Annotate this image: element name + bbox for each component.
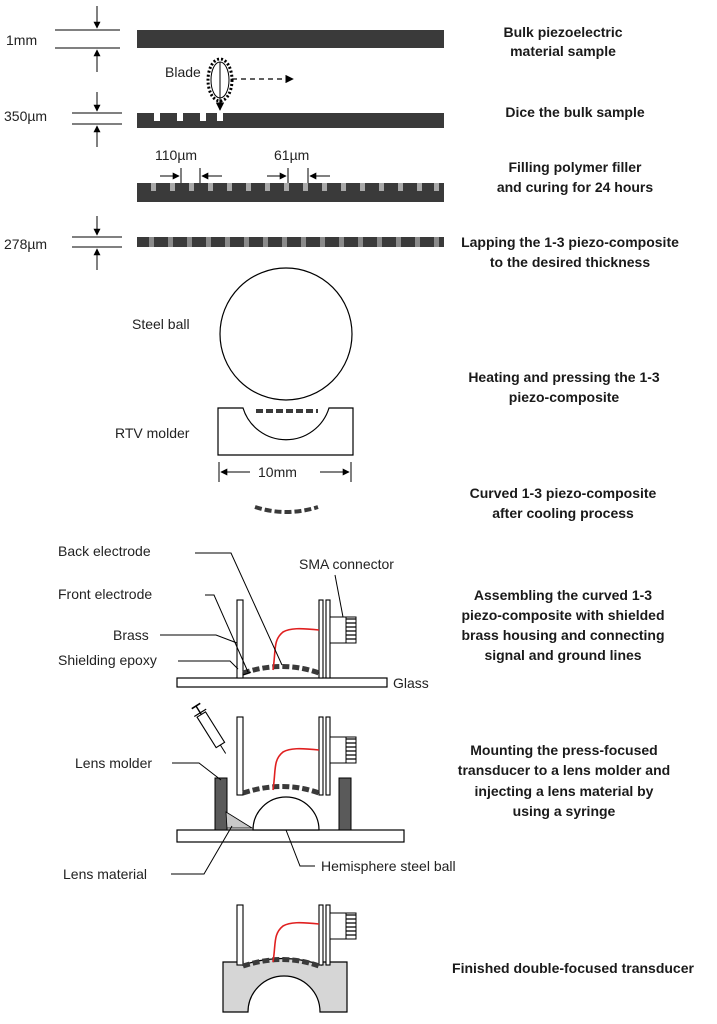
step-5-line-2: piezo-composite — [509, 389, 620, 405]
step-3-line-2: and curing for 24 hours — [497, 179, 654, 195]
syringe-icon — [191, 702, 227, 754]
kerf-pitch-label: 110µm — [155, 147, 197, 163]
bulk-sample-stage: 1mm Bulk piezoelectric material sample — [6, 6, 623, 72]
leader-line — [205, 594, 249, 673]
blade-stage: Blade — [165, 57, 294, 111]
assembly-stage: Glass SMA connector Back electrode Front… — [58, 543, 665, 691]
step-4-line-1: Lapping the 1-3 piezo-composite — [461, 234, 679, 250]
dice-stage: 350µm Dice the bulk sample — [4, 92, 645, 147]
step-6-line-2: after cooling process — [492, 505, 634, 521]
leader-line — [171, 825, 233, 875]
signal-wire — [272, 627, 320, 671]
bulk-thickness-label: 1mm — [6, 32, 37, 48]
step-7-line-4: signal and ground lines — [484, 647, 641, 663]
curved-composite-stage: 10mm Curved 1-3 piezo-composite after co… — [218, 462, 657, 521]
step-8-line-2: transducer to a lens molder and — [458, 762, 670, 778]
steel-ball-icon — [219, 267, 353, 401]
lens-material-fill — [225, 811, 254, 829]
curved-composite-piece — [242, 664, 320, 676]
rtv-molder-block — [217, 407, 354, 456]
curved-composite-piece — [242, 957, 320, 969]
step-4-line-2: to the desired thickness — [490, 254, 650, 270]
filled-bar — [137, 183, 444, 202]
pillar-width-label: 61µm — [274, 147, 309, 163]
blade-icon — [206, 57, 234, 103]
bulk-piezo-bar — [137, 30, 444, 48]
front-electrode-label: Front electrode — [58, 586, 152, 602]
sma-connector-icon — [329, 616, 357, 644]
lapped-composite-bar — [137, 237, 444, 247]
brass-wall-right — [318, 716, 324, 796]
step-7-line-1: Assembling the curved 1-3 — [474, 587, 652, 603]
signal-wire — [272, 921, 320, 963]
leader-line — [178, 660, 239, 670]
step-8-line-4: using a syringe — [513, 803, 616, 819]
signal-wire — [272, 747, 320, 791]
lens-molder-right — [338, 777, 352, 831]
curved-composite-piece — [242, 784, 320, 796]
step-3-line-1: Filling polymer filler — [508, 159, 642, 175]
step-8-line-3: injecting a lens material by — [475, 783, 654, 799]
steel-ball-label: Steel ball — [132, 316, 190, 332]
step-1-line-1: Bulk piezoelectric — [503, 24, 622, 40]
leader-line — [334, 574, 344, 618]
shielding-epoxy-label: Shielding epoxy — [58, 652, 157, 668]
filling-stage: 110µm 61µm Filling polymer filler and cu… — [137, 147, 653, 202]
leader-line — [172, 762, 222, 781]
brass-wall-left — [236, 904, 244, 966]
glass-label: Glass — [393, 675, 429, 691]
sma-connector-icon — [329, 912, 357, 940]
leader-line — [160, 634, 238, 644]
diced-depth-label: 350µm — [4, 108, 47, 124]
curved-composite-piece — [254, 505, 319, 514]
brass-wall-left — [236, 716, 244, 796]
step-1-line-2: material sample — [510, 43, 616, 59]
brass-wall-right — [318, 904, 324, 966]
finished-lens-housing — [222, 957, 348, 1013]
leader-line — [195, 552, 283, 666]
diced-bar — [137, 113, 444, 128]
leader-line — [285, 829, 315, 867]
polymer-filler-kerfs — [151, 183, 439, 191]
rtv-molder-label: RTV molder — [115, 425, 190, 441]
curve-width-label: 10mm — [258, 464, 297, 480]
lapped-thickness-label: 278µm — [4, 236, 47, 252]
step-7-line-3: brass housing and connecting — [461, 627, 664, 643]
lapping-stage: 278µm Lapping the 1-3 piezo-composite to… — [4, 216, 679, 270]
brass-wall-right — [318, 599, 324, 679]
back-electrode-label: Back electrode — [58, 543, 151, 559]
finished-stage: Finished double-focused transducer — [222, 904, 695, 1013]
step-9-line-1: Finished double-focused transducer — [452, 960, 694, 976]
hemisphere-steel-ball-icon — [252, 796, 320, 831]
glass-plate — [176, 677, 388, 688]
step-2-line-1: Dice the bulk sample — [505, 104, 644, 120]
lens-molder-left — [214, 777, 228, 831]
step-5-line-1: Heating and pressing the 1-3 — [468, 369, 660, 385]
sma-connector-icon — [329, 736, 357, 764]
step-8-line-1: Mounting the press-focused — [470, 742, 657, 758]
hemisphere-steel-ball-label: Hemisphere steel ball — [321, 858, 456, 874]
brass-label: Brass — [113, 627, 149, 643]
step-7-line-2: piezo-composite with shielded — [461, 607, 664, 623]
sma-connector-label: SMA connector — [299, 556, 394, 572]
lens-molding-stage: Lens molder Lens material Hemisphere ste… — [63, 702, 670, 882]
step-6-line-1: Curved 1-3 piezo-composite — [470, 485, 657, 501]
brass-wall-left — [236, 599, 244, 679]
lens-molder-label: Lens molder — [75, 755, 152, 771]
pressing-stage: Steel ball RTV molder Heating and pressi… — [115, 267, 660, 456]
blade-label: Blade — [165, 64, 201, 80]
lens-material-label: Lens material — [63, 866, 147, 882]
